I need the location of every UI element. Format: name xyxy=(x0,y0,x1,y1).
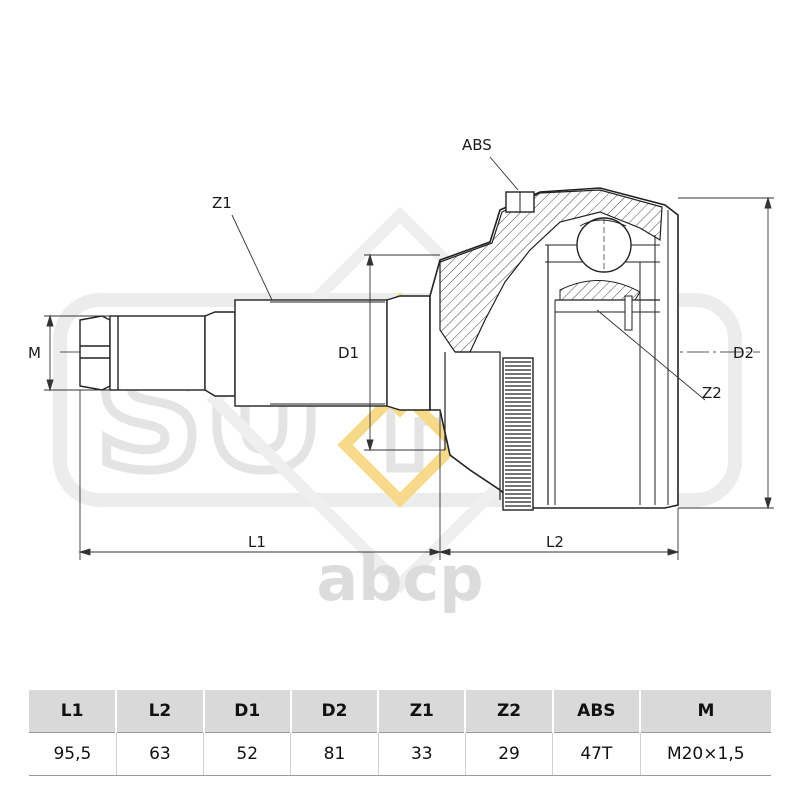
header-d2: D2 xyxy=(290,690,380,733)
dimensions xyxy=(44,156,774,560)
header-abs: ABS xyxy=(552,690,642,733)
watermark-diamond-2 xyxy=(337,382,463,508)
label-d1: D1 xyxy=(338,344,359,362)
value-z2: 29 xyxy=(465,732,554,776)
value-d1: 52 xyxy=(203,732,292,776)
abs-ring xyxy=(502,357,534,511)
value-abs: 47T xyxy=(552,732,641,776)
label-z2: Z2 xyxy=(702,384,722,402)
header-m: M xyxy=(640,690,771,733)
header-l2: L2 xyxy=(116,690,205,733)
label-abs: ABS xyxy=(462,136,492,154)
label-l1: L1 xyxy=(248,533,266,551)
label-d2: D2 xyxy=(733,344,754,362)
value-d2: 81 xyxy=(290,732,379,776)
value-l2: 63 xyxy=(116,732,205,776)
header-l1: L1 xyxy=(29,690,118,733)
watermark-store: abcp xyxy=(316,542,483,615)
spec-table-value-row: 95,5 63 52 81 33 29 47T M20×1,5 xyxy=(29,732,771,776)
cv-joint-drawing: SU FIX abcp xyxy=(28,136,774,615)
value-z1: 33 xyxy=(378,732,466,776)
spec-table-header-row: L1 L2 D1 D2 Z1 Z2 ABS M xyxy=(29,690,771,733)
label-l2: L2 xyxy=(546,533,564,551)
header-d1: D1 xyxy=(203,690,292,733)
label-z1: Z1 xyxy=(212,194,232,212)
label-m: M xyxy=(28,344,41,362)
header-z2: Z2 xyxy=(465,690,554,733)
value-l1: 95,5 xyxy=(29,732,117,776)
header-z1: Z1 xyxy=(378,690,467,733)
inner-race xyxy=(444,351,501,500)
shaft xyxy=(79,295,431,411)
spec-table: L1 L2 D1 D2 Z1 Z2 ABS M 95,5 63 52 81 33… xyxy=(29,690,771,776)
value-m: M20×1,5 xyxy=(640,732,771,776)
bell-housing xyxy=(429,187,679,509)
